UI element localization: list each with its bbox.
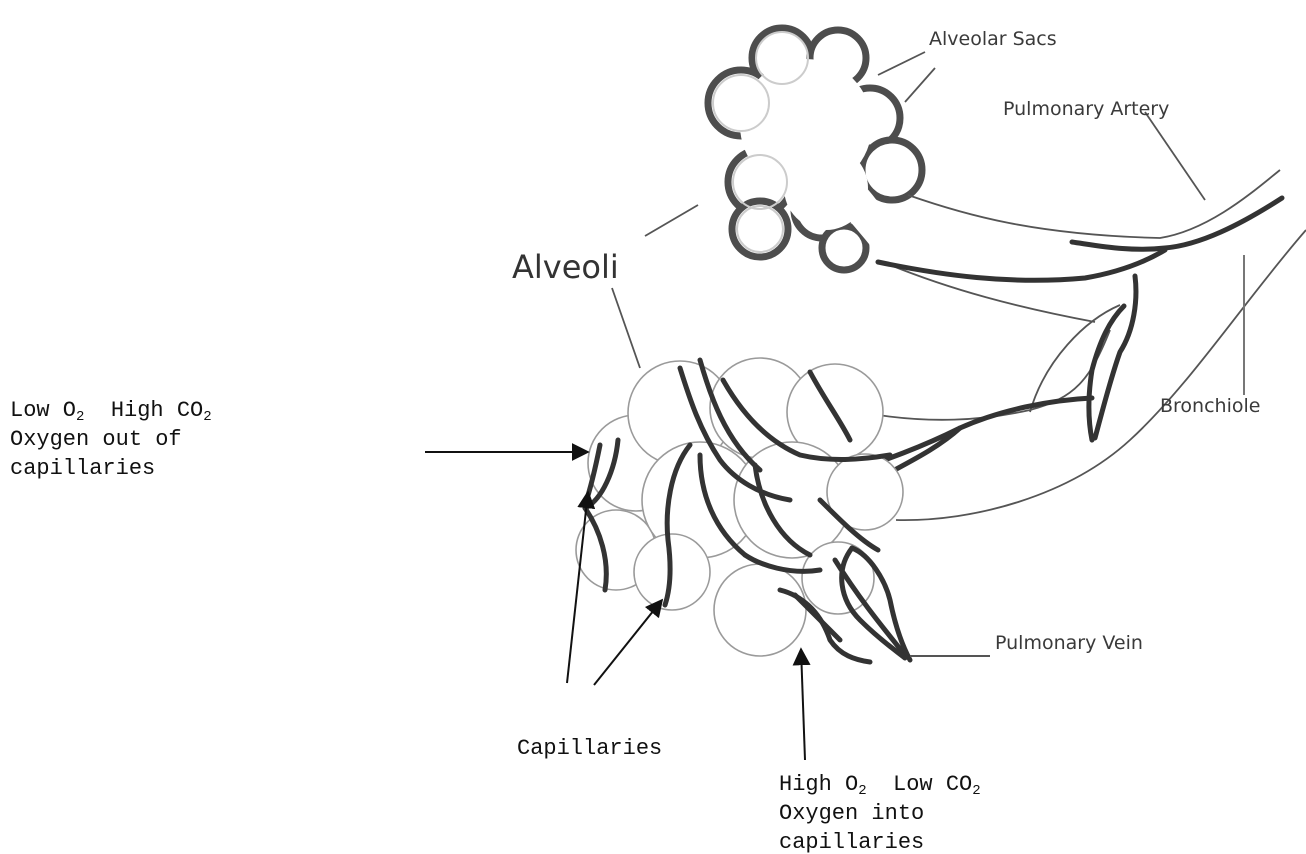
left-note-co2-sub: 2 bbox=[203, 409, 211, 425]
bottom-note-o2: High O bbox=[779, 772, 858, 797]
bottom-note-co2: Low CO bbox=[893, 772, 972, 797]
arrow-capillaries-1 bbox=[567, 492, 588, 683]
bottom-note-line3: capillaries bbox=[779, 828, 981, 854]
capillaries-label: Capillaries bbox=[517, 734, 662, 763]
pulmonary-artery-vessel bbox=[850, 198, 1282, 490]
bottom-gas-exchange-note: High O2 Low CO2 Oxygen into capillaries bbox=[779, 770, 981, 854]
arrow-capillaries-2 bbox=[594, 600, 662, 685]
left-note-line2: Oxygen out of bbox=[10, 425, 212, 454]
pulmonary-vein-label: Pulmonary Vein bbox=[995, 632, 1143, 654]
left-note-o2-sub: 2 bbox=[76, 409, 84, 425]
pulmonary-artery-label: Pulmonary Artery bbox=[1003, 98, 1169, 120]
alveolar-sacs-label: Alveolar Sacs bbox=[929, 28, 1057, 50]
left-note-o2: Low O bbox=[10, 398, 76, 423]
bottom-note-co2-sub: 2 bbox=[972, 783, 980, 799]
arrow-bottom-note bbox=[801, 649, 805, 760]
left-gas-exchange-note: Low O2 High CO2 Oxygen out of capillarie… bbox=[10, 396, 212, 483]
bronchiole-label: Bronchiole bbox=[1160, 395, 1260, 417]
left-note-gas-line: Low O2 High CO2 bbox=[10, 396, 212, 425]
left-note-co2: High CO bbox=[111, 398, 203, 423]
bottom-note-gas-line: High O2 Low CO2 bbox=[779, 770, 981, 799]
left-note-line3: capillaries bbox=[10, 454, 212, 483]
alveoli-label: Alveoli bbox=[512, 248, 619, 286]
bottom-note-o2-sub: 2 bbox=[858, 783, 866, 799]
bottom-note-line2: Oxygen into bbox=[779, 799, 981, 828]
